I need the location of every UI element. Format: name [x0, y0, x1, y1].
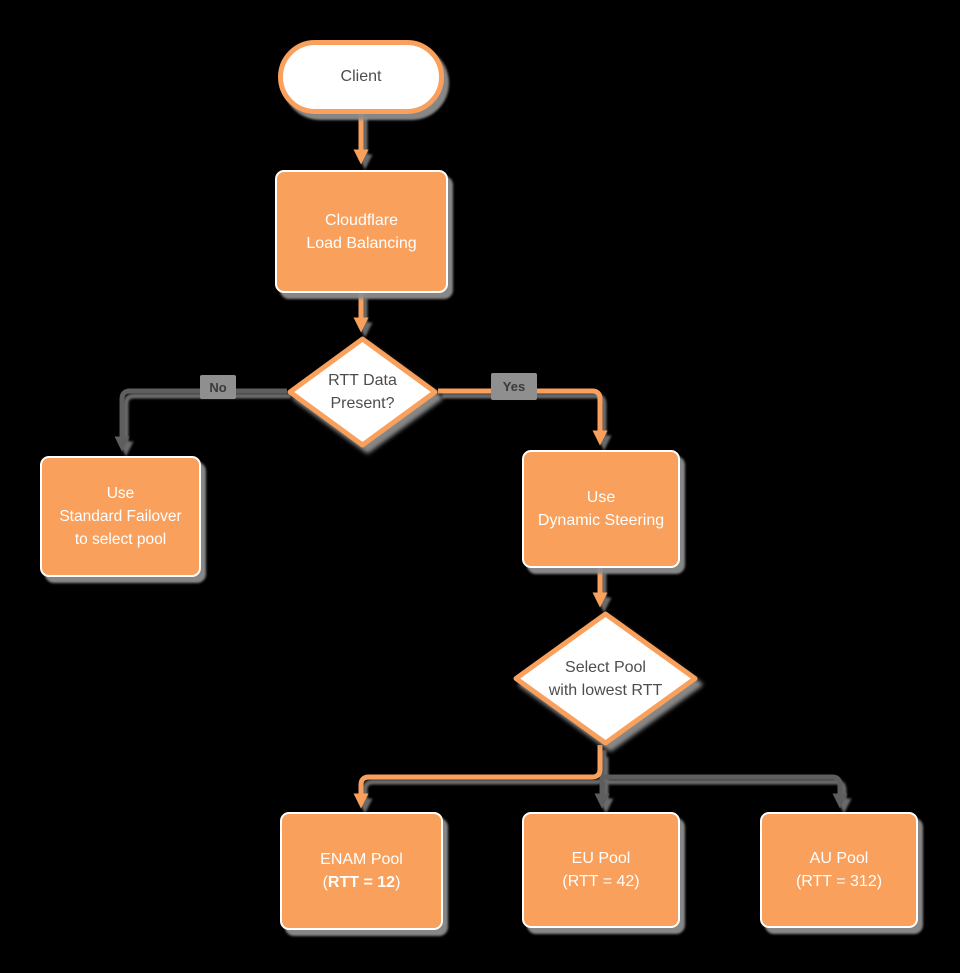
node-enam-line2-rtt: RTT = 12 [327, 874, 396, 891]
edge-selectpool-to-enam-pool [353, 745, 603, 809]
node-failover-line3: to select pool [74, 531, 167, 548]
diamond-shape [513, 611, 698, 746]
node-rtt-data-present-decision: RTT Data Present? [287, 336, 438, 448]
node-au-pool: AU Pool (RTT = 312) [760, 812, 918, 928]
edge-rtt-yes-to-dynamic-steering [438, 388, 608, 446]
node-eu-pool: EU Pool (RTT = 42) [522, 812, 680, 928]
node-steering-line1: Use [586, 489, 616, 506]
node-select-pool-line2: with lowest RTT [548, 681, 663, 699]
node-failover-line1: Use [106, 485, 135, 502]
node-cloudflare-line2: Load Balancing [306, 234, 417, 252]
node-au-line1: AU Pool [809, 850, 869, 867]
node-cloudflare-load-balancing: Cloudflare Load Balancing [275, 170, 448, 293]
edge-label-no: No [200, 375, 236, 399]
node-enam-line1: ENAM Pool [320, 851, 403, 868]
node-rtt-line1: RTT Data [328, 372, 397, 389]
node-eu-line1: EU Pool [571, 850, 631, 867]
node-use-dynamic-steering: Use Dynamic Steering [522, 450, 680, 568]
node-rtt-line2: Present? [330, 395, 395, 412]
edge-label-yes: Yes [491, 373, 537, 400]
node-failover-line2: Standard Failover [59, 508, 182, 525]
node-enam-line2-suffix: ) [395, 874, 401, 891]
diamond-shape [287, 336, 438, 448]
node-enam-line2-prefix: ( [322, 874, 328, 891]
edge-rtt-no-to-standard-failover [114, 388, 287, 452]
node-client: Client [278, 40, 444, 114]
node-select-pool-line1: Select Pool [565, 658, 646, 676]
edge-label-yes-text: Yes [502, 379, 526, 394]
node-select-pool-label: Select Pool with lowest RTT [513, 612, 698, 745]
node-rtt-label: RTT Data Present? [287, 337, 438, 447]
node-client-label: Client [340, 68, 382, 85]
edge-label-no-text: No [209, 379, 227, 395]
node-use-standard-failover: Use Standard Failover to select pool [40, 456, 201, 577]
node-enam-pool: ENAM Pool (RTT = 12) [280, 812, 443, 930]
node-au-line2: (RTT = 312) [795, 873, 883, 890]
node-enam-line2: (RTT = 12) [323, 871, 401, 894]
node-cloudflare-line1: Cloudflare [325, 211, 398, 229]
edge-selectpool-to-au-pool [602, 774, 848, 809]
node-steering-line2: Dynamic Steering [537, 512, 665, 529]
node-eu-line2: (RTT = 42) [562, 873, 640, 890]
node-select-pool-decision: Select Pool with lowest RTT [513, 611, 698, 746]
